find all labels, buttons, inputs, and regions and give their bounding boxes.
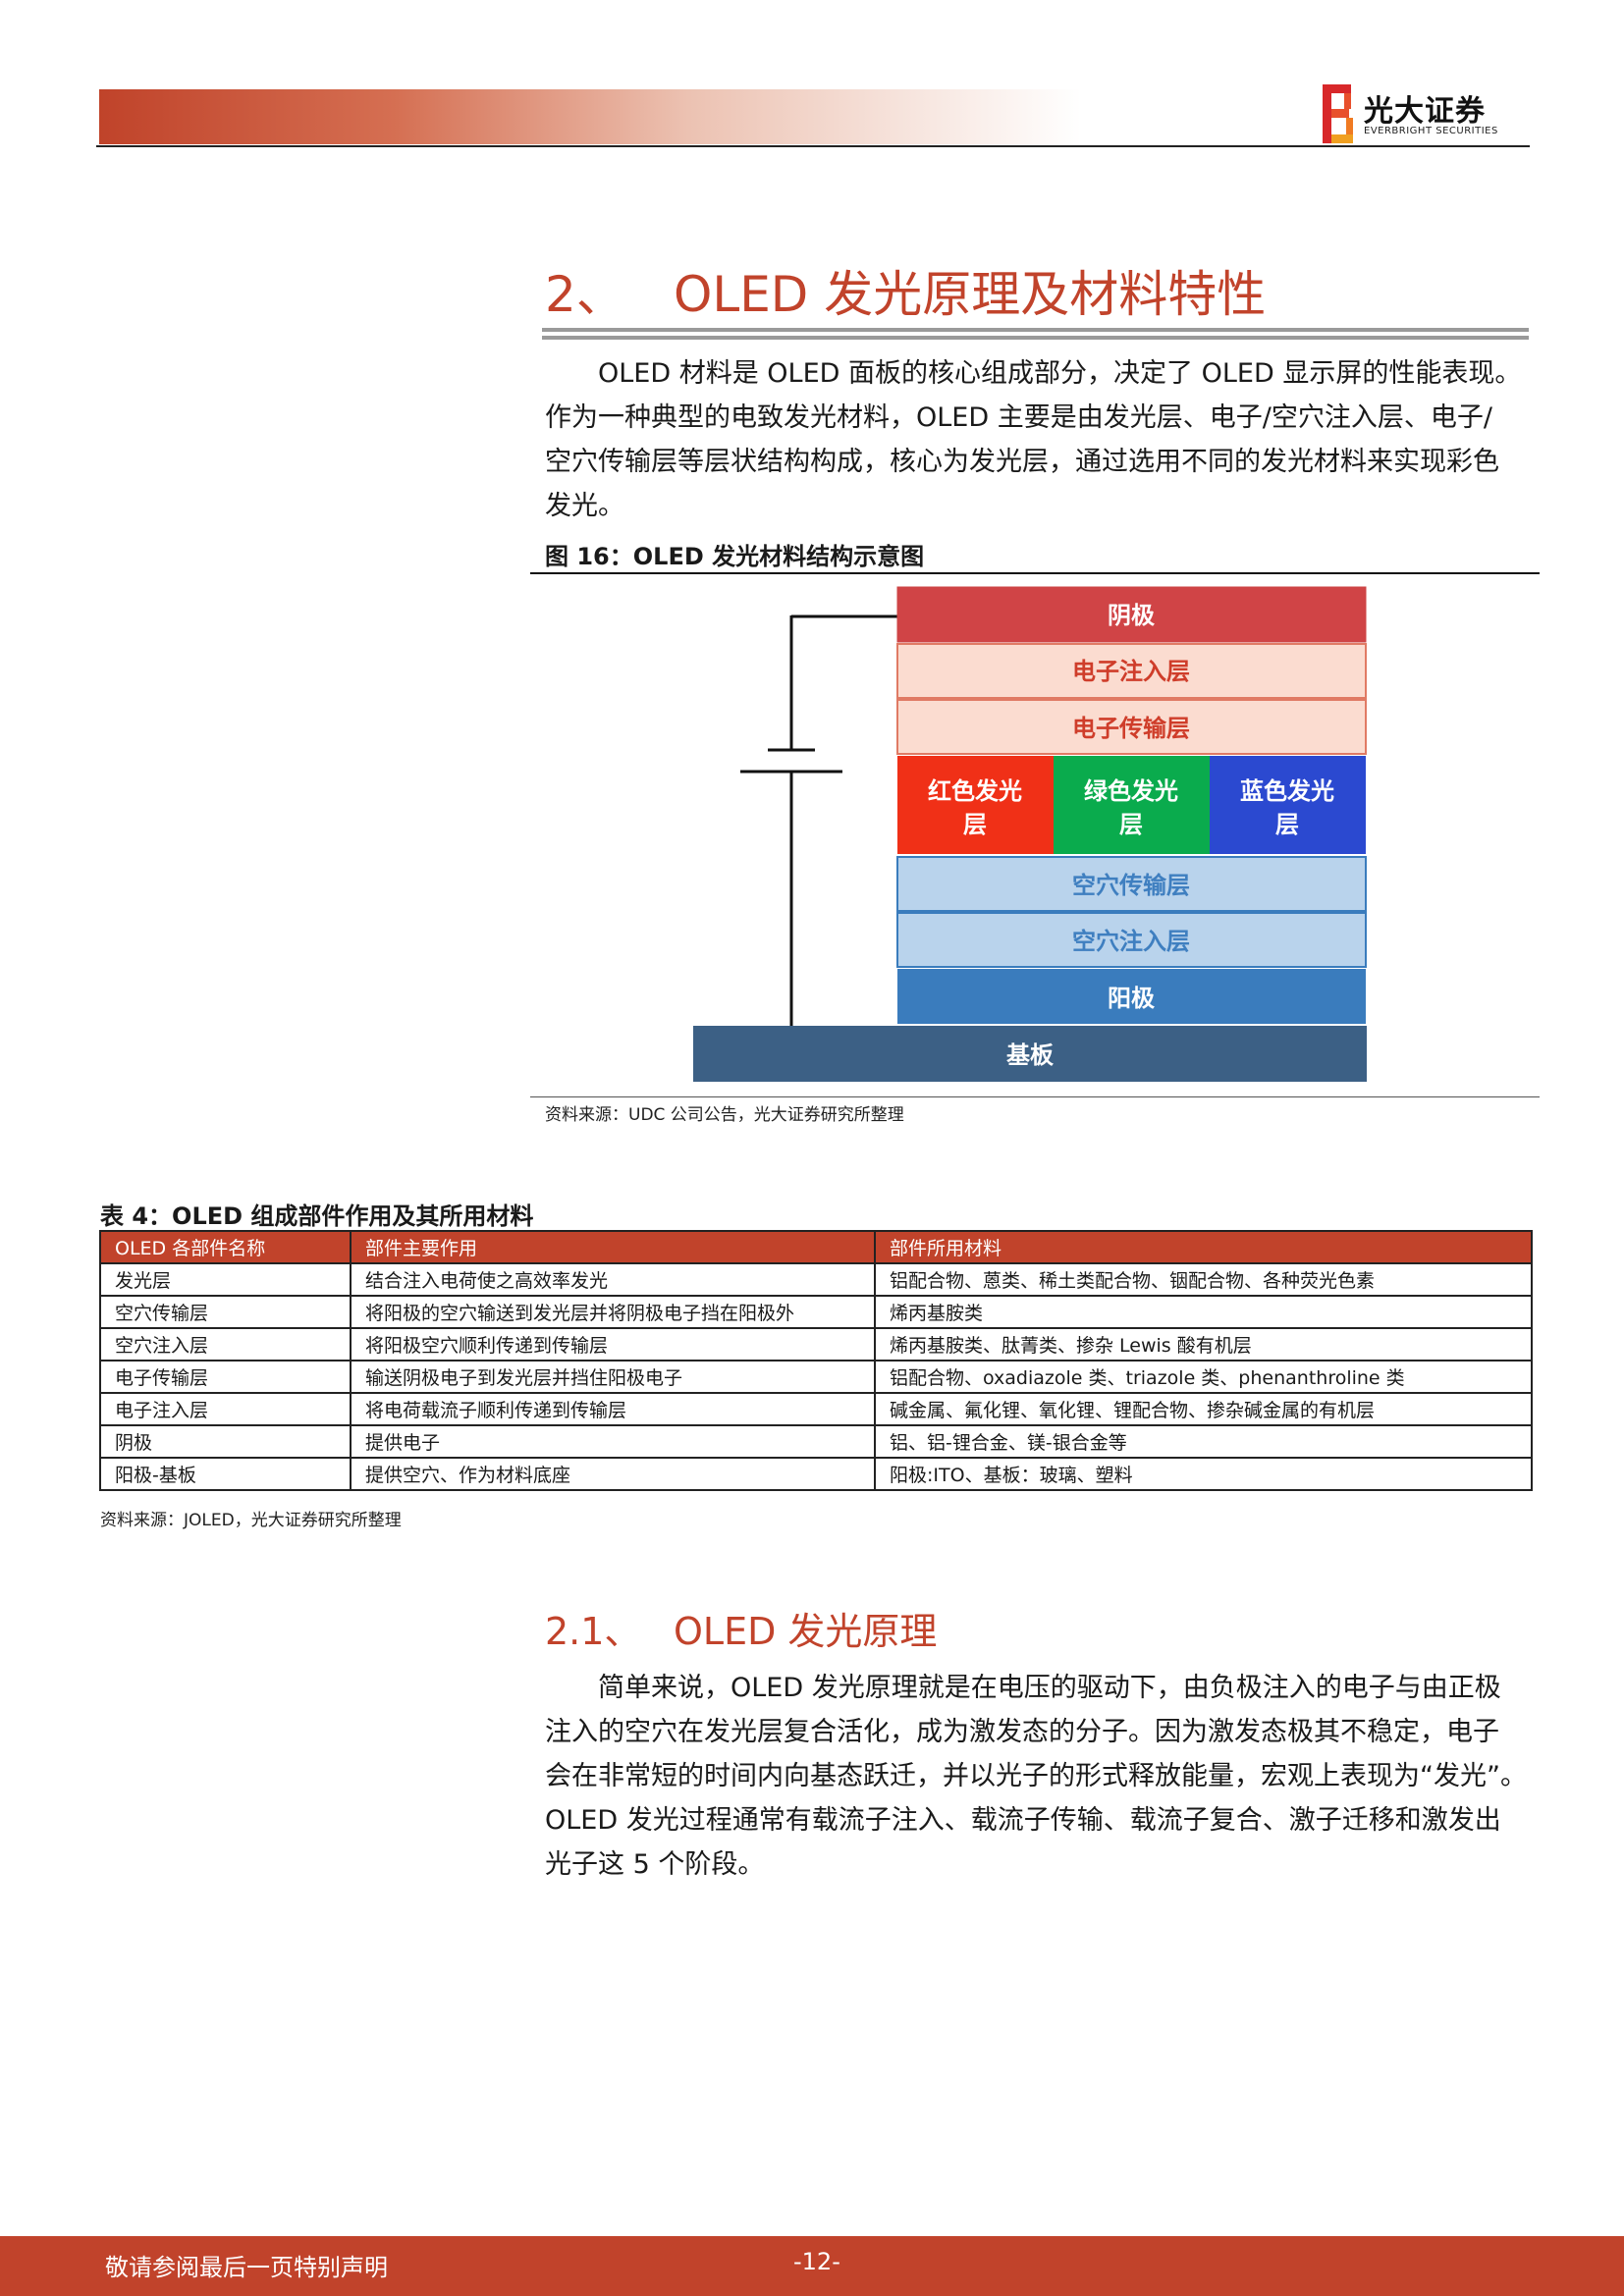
- section-rule: [542, 328, 1529, 332]
- column-header: 部件主要作用: [350, 1230, 876, 1264]
- subsection-number: 2.1、: [545, 1610, 642, 1653]
- intro-paragraph: OLED 材料是 OLED 面板的核心组成部分，决定了 OLED 显示屏的性能表…: [545, 351, 1529, 528]
- layer-red-emitter: [897, 756, 1054, 854]
- layer-cathode-label: 阴极: [1108, 601, 1155, 629]
- table-cell: 阳极:ITO、基板：玻璃、塑料: [874, 1457, 1533, 1491]
- table-row: 阳极-基板 提供空穴、作为材料底座 阳极:ITO、基板：玻璃、塑料: [99, 1457, 1533, 1491]
- paragraph-line: 注入的空穴在发光层复合活化，成为激发态的分子。因为激发态极其不稳定，电子: [545, 1717, 1499, 1747]
- figure-rule-bottom: [530, 1096, 1540, 1097]
- layer-hil: [896, 912, 1367, 968]
- layer-green-emitter: [1054, 756, 1210, 854]
- layer-blue-emitter: [1210, 756, 1366, 854]
- table-row: 电子注入层 将电荷载流子顺利传递到传输层 碱金属、氟化锂、氧化锂、锂配合物、掺杂…: [99, 1392, 1533, 1426]
- green-emitter-label: 绿色发光: [1084, 776, 1178, 805]
- layer-etl-label: 电子传输层: [1072, 714, 1190, 742]
- table-cell: 阳极-基板: [99, 1457, 352, 1491]
- figure-rule-top: [530, 572, 1540, 574]
- table-header-row: OLED 各部件名称 部件主要作用 部件所用材料: [99, 1230, 1533, 1264]
- paragraph-line: 会在非常短的时间内向基态跃迁，并以光子的形式释放能量，宏观上表现为“发光”。: [545, 1761, 1527, 1791]
- layer-eil-label: 电子注入层: [1072, 657, 1190, 685]
- table-cell: 结合注入电荷使之高效率发光: [350, 1262, 876, 1297]
- footer-disclaimer: 敬请参阅最后一页特别声明: [105, 2254, 388, 2281]
- column-header: OLED 各部件名称: [99, 1230, 352, 1264]
- layer-etl: [896, 699, 1367, 755]
- layer-cathode: [896, 586, 1367, 643]
- table-cell: 电子传输层: [99, 1360, 352, 1394]
- section-title: OLED 发光原理及材料特性: [674, 266, 1267, 323]
- layer-substrate-label: 基板: [1006, 1041, 1055, 1069]
- logo: 光大证券 EVERBRIGHT SECURITIES: [1323, 84, 1519, 143]
- header-rule: [96, 145, 1530, 147]
- figure-source: 资料来源：UDC 公司公告，光大证券研究所整理: [545, 1105, 904, 1125]
- table-cell: 空穴传输层: [99, 1295, 352, 1329]
- table-caption: 表 4：OLED 组成部件作用及其所用材料: [100, 1202, 534, 1230]
- blue-emitter-label: 层: [1275, 810, 1299, 838]
- paragraph-line: OLED 材料是 OLED 面板的核心组成部分，决定了 OLED 显示屏的性能表…: [545, 358, 1522, 389]
- table-cell: 烯丙基胺类、肽菁类、掺杂 Lewis 酸有机层: [874, 1327, 1533, 1362]
- oled-structure-diagram: 阴极 电子注入层 电子传输层 红色发光 层 绿色发光 层 蓝色发光 层 空穴传输…: [693, 586, 1367, 1082]
- table-cell: 提供空穴、作为材料底座: [350, 1457, 876, 1491]
- layer-substrate: [693, 1026, 1367, 1082]
- layer-hil-label: 空穴注入层: [1072, 927, 1190, 955]
- paragraph-line: 简单来说，OLED 发光原理就是在电压的驱动下，由负极注入的电子与由正极: [545, 1673, 1501, 1703]
- principle-paragraph: 简单来说，OLED 发光原理就是在电压的驱动下，由负极注入的电子与由正极 注入的…: [545, 1666, 1529, 1887]
- table-cell: 阴极: [99, 1424, 352, 1459]
- table-row: 空穴传输层 将阳极的空穴输送到发光层并将阴极电子挡在阳极外 烯丙基胺类: [99, 1295, 1533, 1329]
- red-emitter-label: 层: [963, 810, 987, 838]
- table-cell: 提供电子: [350, 1424, 876, 1459]
- green-emitter-label: 层: [1119, 810, 1143, 838]
- table-cell: 将电荷载流子顺利传递到传输层: [350, 1392, 876, 1426]
- red-emitter-label: 红色发光: [928, 776, 1022, 805]
- table-cell: 铝、铝-锂合金、镁-银合金等: [874, 1424, 1533, 1459]
- layer-eil: [896, 643, 1367, 699]
- table-cell: 将阳极空穴顺利传递到传输层: [350, 1327, 876, 1362]
- table-cell: 将阳极的空穴输送到发光层并将阴极电子挡在阳极外: [350, 1295, 876, 1329]
- page-number: -12-: [793, 2248, 840, 2275]
- table-row: 阴极 提供电子 铝、铝-锂合金、镁-银合金等: [99, 1424, 1533, 1459]
- paragraph-line: OLED 发光过程通常有载流子注入、载流子传输、载流子复合、激子迁移和激发出: [545, 1805, 1501, 1836]
- table-cell: 输送阴极电子到发光层并挡住阳极电子: [350, 1360, 876, 1394]
- header-gradient-bar: [99, 89, 1081, 144]
- layer-htl: [896, 856, 1367, 912]
- table-cell: 铝配合物、oxadiazole 类、triazole 类、phenanthrol…: [874, 1360, 1533, 1394]
- table-cell: 电子注入层: [99, 1392, 352, 1426]
- column-header: 部件所用材料: [874, 1230, 1533, 1264]
- table-cell: 铝配合物、蒽类、稀土类配合物、铟配合物、各种荧光色素: [874, 1262, 1533, 1297]
- materials-table: OLED 各部件名称 部件主要作用 部件所用材料 发光层 结合注入电荷使之高效率…: [99, 1230, 1533, 1491]
- paragraph-line: 发光。: [545, 491, 624, 521]
- paragraph-line: 作为一种典型的电致发光材料，OLED 主要是由发光层、电子/空穴注入层、电子/: [545, 402, 1492, 433]
- paragraph-line: 空穴传输层等层状结构构成，核心为发光层，通过选用不同的发光材料来实现彩色: [545, 447, 1499, 477]
- layer-htl-label: 空穴传输层: [1072, 871, 1190, 899]
- section-number: 2、: [545, 266, 625, 323]
- table-cell: 烯丙基胺类: [874, 1295, 1533, 1329]
- footer-bar: [0, 2236, 1624, 2296]
- table-cell: 发光层: [99, 1262, 352, 1297]
- logo-text: 光大证券: [1364, 94, 1486, 129]
- table-cell: 空穴注入层: [99, 1327, 352, 1362]
- subsection-title: OLED 发光原理: [674, 1610, 938, 1653]
- paragraph-line: 光子这 5 个阶段。: [545, 1849, 765, 1880]
- table-row: 电子传输层 输送阴极电子到发光层并挡住阳极电子 铝配合物、oxadiazole …: [99, 1360, 1533, 1394]
- figure-caption: 图 16：OLED 发光材料结构示意图: [545, 543, 925, 570]
- table-source: 资料来源：JOLED，光大证券研究所整理: [100, 1511, 402, 1530]
- table-row: 发光层 结合注入电荷使之高效率发光 铝配合物、蒽类、稀土类配合物、铟配合物、各种…: [99, 1262, 1533, 1297]
- table-row: 空穴注入层 将阳极空穴顺利传递到传输层 烯丙基胺类、肽菁类、掺杂 Lewis 酸…: [99, 1327, 1533, 1362]
- layer-anode: [897, 969, 1366, 1024]
- section-rule: [542, 336, 1529, 340]
- logo-mark-icon: [1323, 84, 1353, 143]
- blue-emitter-label: 蓝色发光: [1240, 776, 1334, 805]
- logo-subtext: EVERBRIGHT SECURITIES: [1364, 126, 1498, 136]
- table-cell: 碱金属、氟化锂、氧化锂、锂配合物、掺杂碱金属的有机层: [874, 1392, 1533, 1426]
- layer-anode-label: 阳极: [1108, 984, 1155, 1012]
